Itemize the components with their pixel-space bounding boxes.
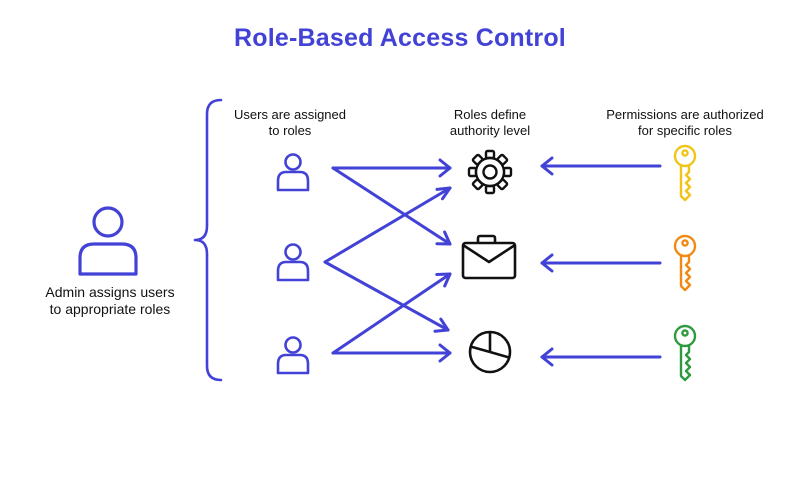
arrow-user2-to-gear [323, 186, 452, 264]
key-icon [673, 144, 697, 202]
grouping-brace [193, 98, 223, 382]
arrow-user1-to-gear [331, 158, 452, 178]
user-icon [276, 243, 310, 282]
arrow-key1-to-gear [540, 156, 662, 176]
users-column-caption: Users are assigned to roles [234, 107, 346, 138]
key-icon [673, 234, 697, 292]
admin-user-icon [78, 206, 138, 276]
arrow-user3-to-briefcase [331, 272, 452, 355]
gear-icon [467, 149, 513, 195]
arrow-key2-to-briefcase [540, 253, 662, 273]
user-icon [276, 336, 310, 375]
arrow-user3-to-pie [331, 343, 452, 363]
user-icon [276, 153, 310, 192]
arrow-user1-to-briefcase [331, 166, 452, 246]
permissions-column-caption: Permissions are authorized for specific … [606, 107, 764, 138]
admin-caption: Admin assigns users to appropriate roles [45, 284, 175, 317]
briefcase-icon [461, 234, 517, 280]
arrow-user2-to-pie [323, 260, 450, 333]
key-icon [673, 324, 697, 382]
pie-chart-icon [468, 330, 512, 374]
roles-column-caption: Roles define authority level [449, 107, 531, 138]
diagram-title: Role-Based Access Control [234, 24, 566, 52]
arrow-key3-to-pie [540, 347, 662, 367]
